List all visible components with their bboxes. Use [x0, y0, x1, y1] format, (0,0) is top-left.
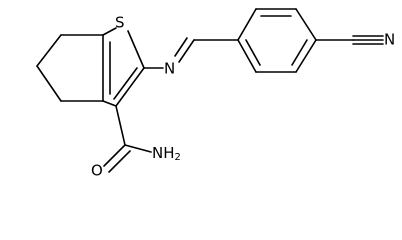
benzene-ring: [237, 8, 317, 73]
amide-nh-text: NH: [152, 144, 175, 162]
amide-nitrogen-atom-label: NH2: [152, 144, 181, 164]
chemical-structure-diagram: S N N O NH2: [36, 8, 395, 180]
thiophene-ring: [102, 27, 145, 107]
imine-nitrogen-atom-label: N: [164, 60, 175, 78]
nitrile-nitrogen-atom-label: N: [384, 31, 395, 49]
amide-subscript-text: 2: [175, 152, 181, 163]
sulfur-atom-label: S: [115, 14, 125, 32]
carbonyl-oxygen-atom-label: O: [91, 162, 103, 180]
cyclohexane-ring: [36, 34, 104, 102]
imine-linkage: [143, 37, 239, 69]
nitrile-group: [315, 35, 384, 45]
carboxamide-group: [103, 105, 152, 173]
